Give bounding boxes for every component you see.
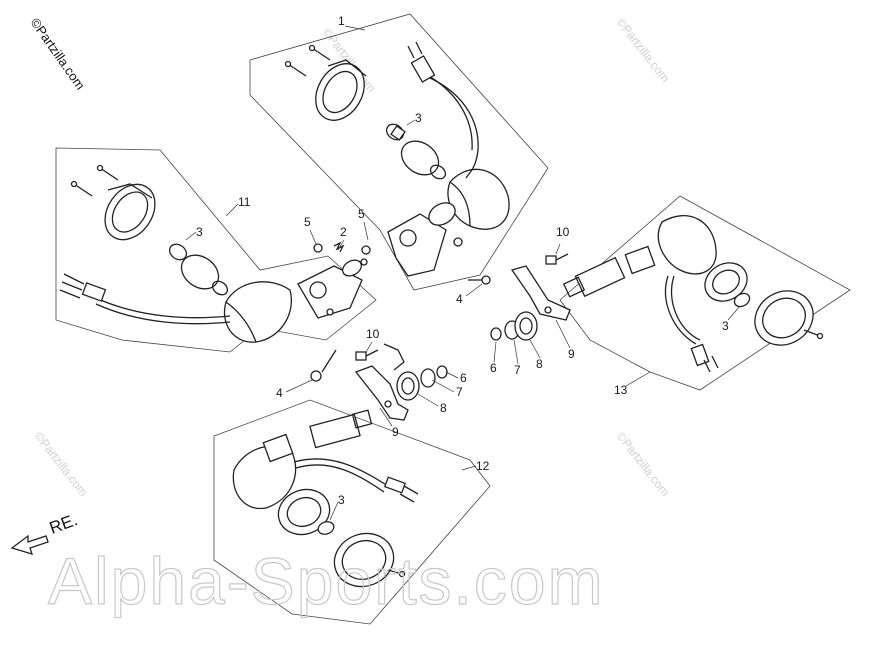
nut-icon [313, 243, 371, 266]
alpha-sports-watermark: Alpha-Sports.com [48, 544, 605, 618]
callout-7-bottom: 7 [456, 385, 463, 399]
screw-icon [387, 569, 406, 578]
lens-cover-icon [333, 532, 395, 588]
callout-10-right: 10 [556, 225, 570, 239]
callout-6-bottom: 6 [460, 371, 467, 385]
bolt-icon [468, 275, 491, 285]
callout-7-right: 7 [514, 363, 521, 377]
callout-8-bottom: 8 [440, 401, 447, 415]
callout-3-left: 3 [196, 225, 203, 239]
rubber-mount-icon [309, 409, 373, 449]
mount-bracket-icon [387, 202, 463, 277]
assembly-1-outline [249, 13, 549, 291]
callout-11: 11 [238, 195, 251, 209]
bulb-socket-icon [400, 140, 447, 180]
callout-12: 12 [476, 459, 490, 473]
callout-3-right: 3 [722, 319, 729, 333]
callout-5-left: 5 [304, 215, 311, 229]
signal-housing-icon [624, 215, 717, 275]
callout-5-right: 5 [358, 207, 365, 221]
callout-3-bottom: 3 [338, 493, 345, 507]
callout-4-top: 4 [456, 292, 463, 306]
signal-housing-icon [447, 168, 510, 230]
lens-ring-icon [104, 183, 156, 241]
lens-ring-icon [704, 262, 748, 302]
screw-icon [70, 164, 119, 197]
assembly-13-outline [559, 195, 851, 391]
bolt-icon [310, 349, 337, 382]
callout-4-left: 4 [276, 386, 283, 400]
watermark-bottom-right: ©Partzilla.com [614, 429, 673, 499]
bulb-socket-icon [180, 254, 229, 296]
callout-10-bottom: 10 [366, 327, 380, 341]
callout-13: 13 [614, 383, 628, 397]
bulb-icon [733, 292, 751, 308]
callout-9-bottom: 9 [392, 425, 399, 439]
washer-icon [396, 365, 448, 401]
lens-ring-icon [277, 488, 331, 536]
screw-icon [284, 44, 331, 77]
callout-2: 2 [340, 225, 347, 239]
callout-6-right: 6 [490, 361, 497, 375]
signal-housing-icon [232, 433, 297, 510]
wire-connector-icon [407, 41, 479, 179]
stay-bracket-icon [510, 265, 571, 321]
bulb-icon [168, 243, 188, 261]
washer-icon [490, 311, 538, 341]
bolt-icon [355, 349, 379, 361]
assembly-1-front-right-turn-signal: 1 3 [249, 13, 549, 306]
bulb-icon [317, 521, 335, 535]
stay-bracket-icon [354, 343, 409, 421]
mount-bracket-icon [297, 259, 363, 319]
bulb-icon [385, 123, 406, 141]
assembly-11-front-left-turn-signal: 11 3 [55, 147, 377, 400]
wire-connector-icon [664, 275, 719, 373]
callout-9-right: 9 [568, 347, 575, 361]
assembly-13-rear-right-turn-signal: 13 3 [490, 195, 851, 397]
direction-label: RE. [47, 510, 80, 538]
signal-housing-icon [223, 281, 292, 343]
assembly-11-outline [55, 147, 377, 353]
lens-cover-icon [754, 290, 814, 346]
wire-connector-icon [293, 458, 419, 503]
callout-1: 1 [338, 14, 345, 28]
watermark-top-right: ©Partzilla.com [614, 15, 673, 85]
callout-3-top: 3 [415, 111, 422, 125]
assembly-12-outline [213, 399, 491, 625]
wire-connector-icon [59, 273, 231, 325]
assembly-12-rear-left-turn-signal: 12 3 [213, 327, 491, 625]
callout-8-right: 8 [536, 357, 543, 371]
spring-icon [333, 241, 345, 253]
rubber-mount-icon [562, 256, 626, 298]
arrow-left-icon [10, 534, 49, 555]
bolt-icon [545, 253, 569, 265]
screw-icon [803, 329, 824, 340]
partzilla-corner-watermark: ©Partzilla.com [28, 15, 88, 92]
lens-ring-icon [315, 59, 367, 121]
watermark-bottom-left: ©Partzilla.com [32, 429, 91, 499]
